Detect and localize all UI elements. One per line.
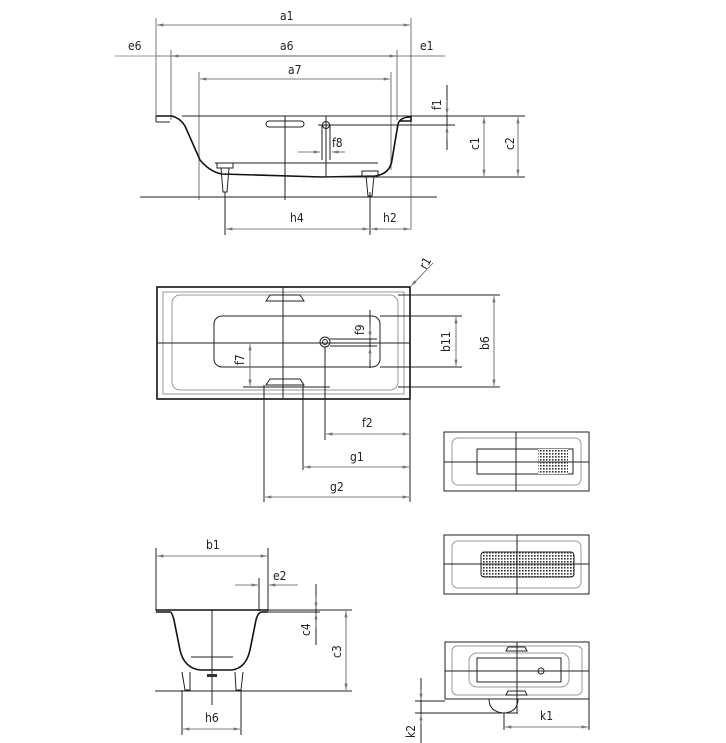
handle-bottom-icon xyxy=(265,378,305,386)
top-view: r1 f9 f7 b11 b6 f2 g1 g2 xyxy=(156,255,500,502)
label-a1: a1 xyxy=(280,9,293,23)
handle-top-icon xyxy=(265,294,305,302)
label-b6: b6 xyxy=(478,336,492,350)
small-view-anti-slip-partial xyxy=(443,431,590,492)
label-e6: e6 xyxy=(128,39,142,53)
foot-left xyxy=(216,162,234,193)
label-k2: k2 xyxy=(404,725,418,738)
label-c1: c1 xyxy=(468,137,482,150)
label-a7: a7 xyxy=(288,63,301,77)
side-view: a1 e6 a6 e1 a7 f8 xyxy=(115,9,525,235)
label-g2: g2 xyxy=(330,480,344,494)
label-g1: g1 xyxy=(350,450,364,464)
label-f9: f9 xyxy=(353,324,367,335)
label-e2: e2 xyxy=(273,569,287,583)
label-b1: b1 xyxy=(206,538,220,552)
label-h2: h2 xyxy=(383,211,397,225)
label-c3: c3 xyxy=(330,645,344,658)
end-view: b1 e2 c4 c3 h6 xyxy=(155,538,352,735)
label-b11: b11 xyxy=(439,331,453,352)
label-c2: c2 xyxy=(503,137,517,150)
label-r1: r1 xyxy=(416,255,434,272)
label-f2: f2 xyxy=(362,416,373,430)
label-a6: a6 xyxy=(280,39,294,53)
label-e1: e1 xyxy=(420,39,434,53)
label-h4: h4 xyxy=(290,211,304,225)
label-f7: f7 xyxy=(233,354,247,365)
drain-icon xyxy=(319,336,331,348)
label-h6: h6 xyxy=(205,711,219,725)
label-k1: k1 xyxy=(540,709,553,723)
small-view-anti-slip-full xyxy=(443,534,590,595)
label-f1: f1 xyxy=(430,99,444,110)
small-view-grip-handle: k2 k1 xyxy=(404,641,590,743)
label-f8: f8 xyxy=(332,136,343,150)
label-c4: c4 xyxy=(299,623,313,636)
